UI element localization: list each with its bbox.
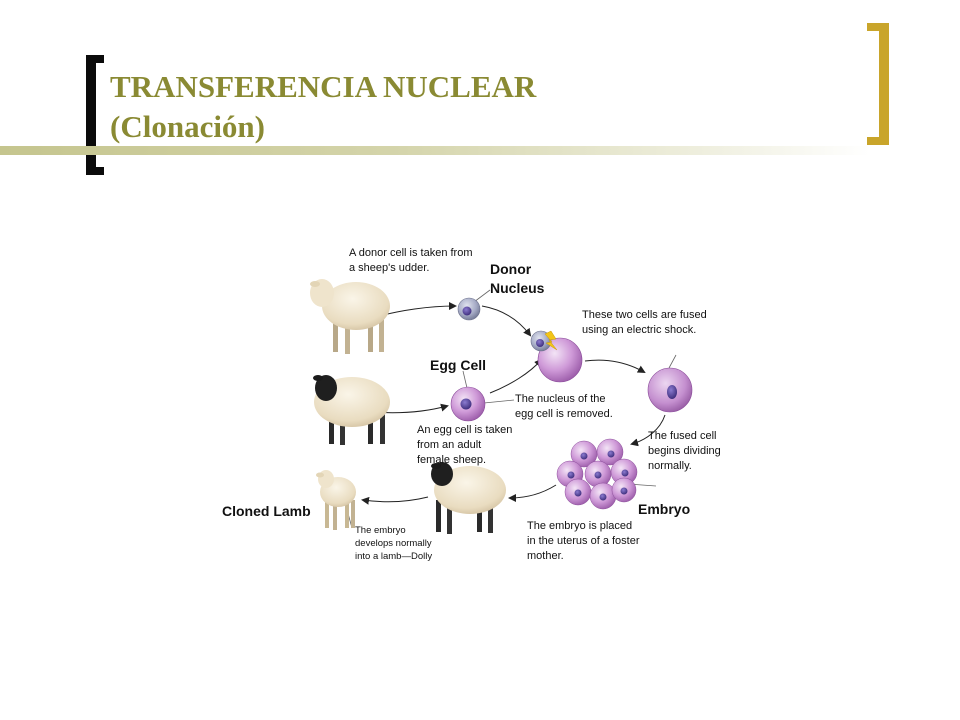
cell-fusion <box>530 330 583 383</box>
embryo <box>556 438 638 510</box>
egg-cell-label: Egg Cell <box>430 357 486 373</box>
arrow-fused-cell-to-embryo <box>630 414 666 447</box>
pointer-fused-cell <box>668 354 677 369</box>
egg-donor-sheep <box>313 375 390 445</box>
bracket-right-top-serif <box>867 23 889 31</box>
arrow-foster-to-lamb <box>361 496 429 505</box>
cloned-lamb-label: Cloned Lamb <box>222 503 311 519</box>
electric-spark-icon <box>544 330 558 351</box>
fuse-caption: These two cells are fused using an elect… <box>582 309 710 336</box>
arrow-fusion-to-fused-cell <box>584 359 646 373</box>
bracket-left <box>86 55 96 175</box>
lamb-caption: The embryo develops normally into a lamb… <box>355 525 434 562</box>
donor-caption: A donor cell is taken from a sheep's udd… <box>349 247 476 274</box>
arrow-embryo-to-foster <box>508 484 557 502</box>
egg-cell <box>450 386 486 422</box>
donor-nucleus-label: Donor Nucleus <box>490 261 545 296</box>
slide-title-line-1: TRANSFERENCIA NUCLEAR <box>110 69 537 104</box>
foster-mother-sheep <box>431 462 506 534</box>
bracket-left-top-serif <box>86 55 104 63</box>
pointer-egg-cell <box>462 370 468 389</box>
dividing-caption: The fused cell begins dividing normally. <box>648 430 724 472</box>
donor-udder-cell <box>457 297 481 321</box>
embryo-label: Embryo <box>638 501 690 517</box>
nucleus-removed-caption: The nucleus of the egg cell is removed. <box>515 393 613 420</box>
arrow-egg-to-fusion <box>489 358 543 394</box>
title-underline-rule <box>0 146 870 155</box>
slide-title: TRANSFERENCIA NUCLEAR (Clonación) <box>110 67 536 147</box>
bracket-right-bottom-serif <box>867 137 889 145</box>
cloned-lamb-dolly <box>316 470 356 530</box>
slide-title-line-2: (Clonación) <box>110 109 265 144</box>
egg-taken-caption: An egg cell is taken from an adult femal… <box>417 424 515 466</box>
bracket-right <box>879 23 889 145</box>
fused-cell <box>647 367 693 413</box>
donor-sheep <box>310 279 390 354</box>
bracket-left-bottom-serif <box>86 167 104 175</box>
uterus-caption: The embryo is placed in the uterus of a … <box>527 520 643 562</box>
arrow-donor-cell-to-fusion <box>481 305 532 337</box>
